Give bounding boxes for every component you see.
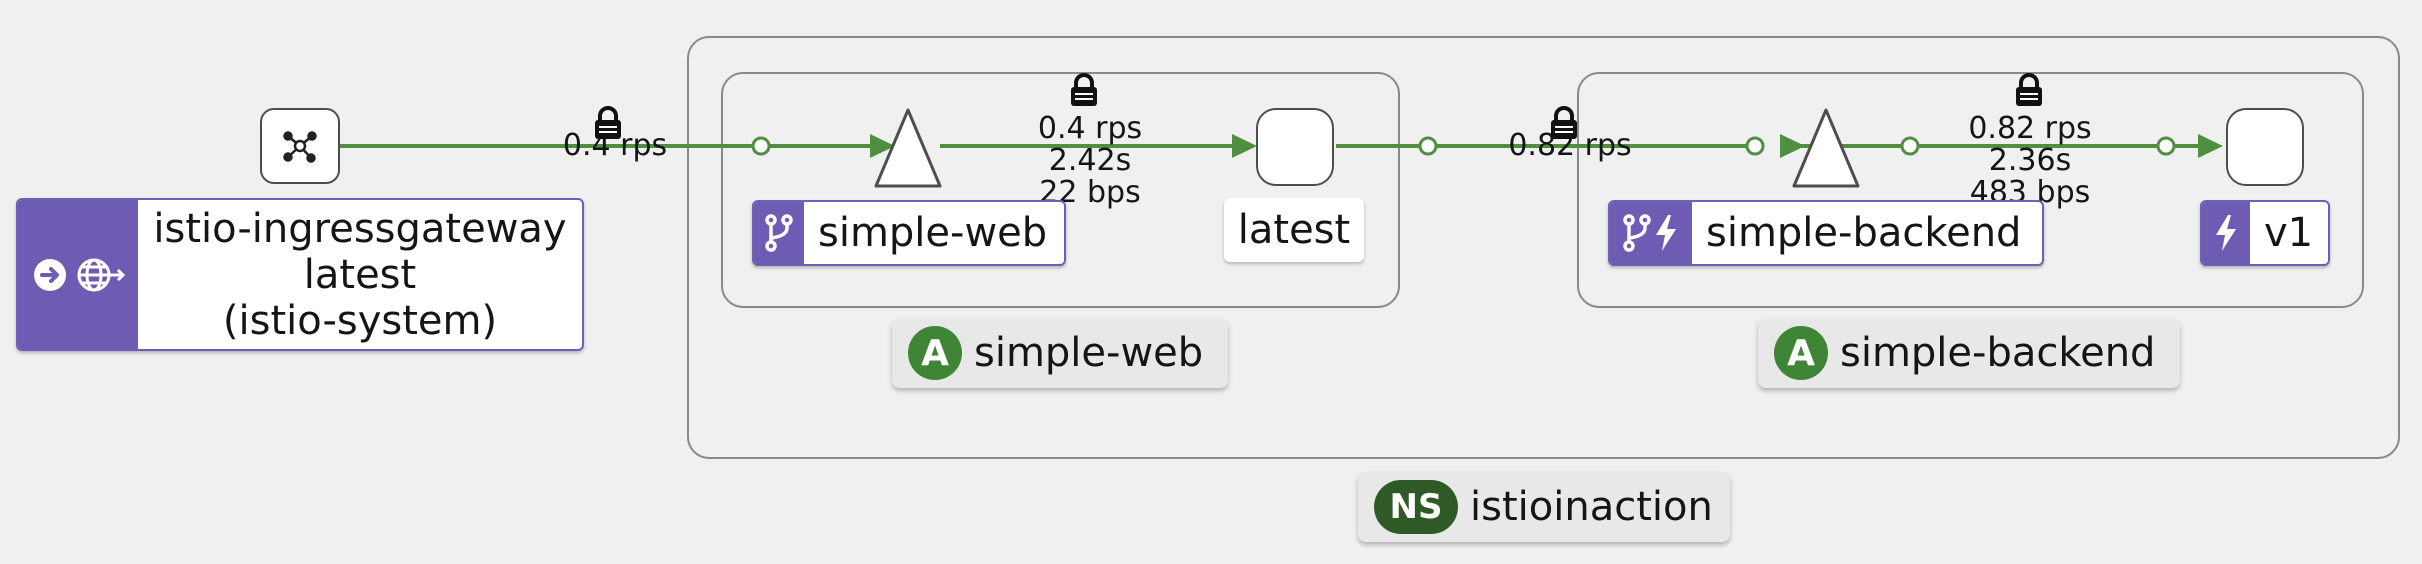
- lock-icon: [1551, 106, 1577, 139]
- service-label-simple-backend[interactable]: simple-backend: [1608, 200, 2044, 266]
- gateway-version: latest: [303, 251, 417, 298]
- workload-node-v1[interactable]: [2226, 108, 2304, 186]
- service-node-simple-web[interactable]: [874, 108, 942, 188]
- app-badge: A: [1774, 326, 1828, 380]
- arrowhead-icon: [870, 134, 895, 158]
- lock-icon: [595, 106, 621, 139]
- edge-label-backend-v1: 0.82 rps 2.36s 483 bps: [1968, 111, 2092, 210]
- bolt-icon: [2216, 215, 2236, 251]
- lock-icon: [1071, 73, 1097, 106]
- edge-label-web-latest: 0.4 rps 2.42s 22 bps: [1037, 111, 1143, 210]
- service-label-simple-web[interactable]: simple-web: [752, 200, 1066, 266]
- namespace-badge: NS: [1374, 480, 1458, 534]
- gateway-label[interactable]: istio-ingressgateway latest (istio-syste…: [16, 198, 584, 351]
- branch-icon: [765, 214, 793, 252]
- gateway-node[interactable]: [260, 108, 340, 184]
- workload-label-v1[interactable]: v1: [2200, 200, 2330, 266]
- workload-label-latest[interactable]: latest: [1224, 198, 1364, 262]
- lock-icon: [2016, 73, 2042, 106]
- branch-icon: [1623, 214, 1651, 252]
- app-label-simple-web[interactable]: A simple-web: [892, 318, 1228, 388]
- app-label-simple-backend[interactable]: A simple-backend: [1758, 318, 2180, 388]
- workload-node-latest[interactable]: [1256, 108, 1334, 186]
- namespace-label[interactable]: NS istioinaction: [1358, 472, 1730, 542]
- service-node-simple-backend[interactable]: [1792, 108, 1860, 188]
- arrowhead-icon: [2198, 134, 2223, 158]
- ingress-icon: [34, 258, 126, 291]
- gateway-name: istio-ingressgateway: [153, 205, 567, 252]
- app-badge: A: [908, 326, 962, 380]
- cluster-icon: [283, 131, 317, 163]
- arrowhead-icon: [1780, 134, 1805, 158]
- bolt-icon: [1656, 215, 1676, 251]
- gateway-namespace: (istio-system): [222, 297, 498, 344]
- arrowhead-icon: [1232, 134, 1257, 158]
